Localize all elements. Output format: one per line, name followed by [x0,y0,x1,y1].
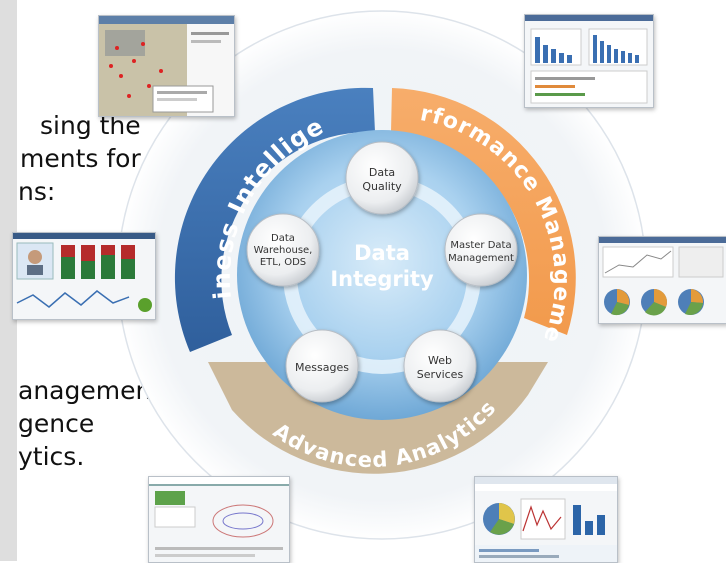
center-title-line2: Integrity [330,267,434,291]
node-data-quality-line2: Quality [362,180,402,193]
node-data-warehouse-line1: Data [271,233,295,244]
map-screenshot-thumbnail [98,15,235,117]
node-data-warehouse-line2: Warehouse, [254,245,313,256]
left-edge-bar [0,0,17,561]
pie-charts-screenshot-thumbnail [598,236,726,324]
intro-text-line3: ns: [18,177,56,206]
node-messages-label: Messages [295,361,349,374]
node-data-quality [345,141,419,215]
analytics-screenshot-thumbnail [148,476,290,563]
business-intelligence-segment [174,87,375,352]
node-master-data-management [444,213,518,287]
performance-management-segment [391,88,576,335]
node-data-warehouse [246,213,320,287]
node-data-quality-line1: Data [369,166,395,179]
node-data-warehouse-line3: ETL, ODS [260,257,306,268]
intro-text-line2: ments for [20,144,141,173]
node-web-services-line2: Services [417,368,464,381]
bottom-text-line3: ytics. [18,442,85,471]
node-messages [285,329,359,403]
bottom-text-line2: gence [18,409,95,438]
node-web-services [403,329,477,403]
bi-dashboard-screenshot-thumbnail [12,232,156,320]
bottom-text-line1: anagement [18,376,162,405]
node-web-services-line1: Web [428,354,452,367]
statistics-screenshot-thumbnail [474,476,618,563]
node-master-data-line2: Management [448,253,514,264]
node-master-data-line1: Master Data [450,240,511,251]
center-title-line1: Data [354,241,410,265]
performance-screenshot-thumbnail [524,14,654,108]
